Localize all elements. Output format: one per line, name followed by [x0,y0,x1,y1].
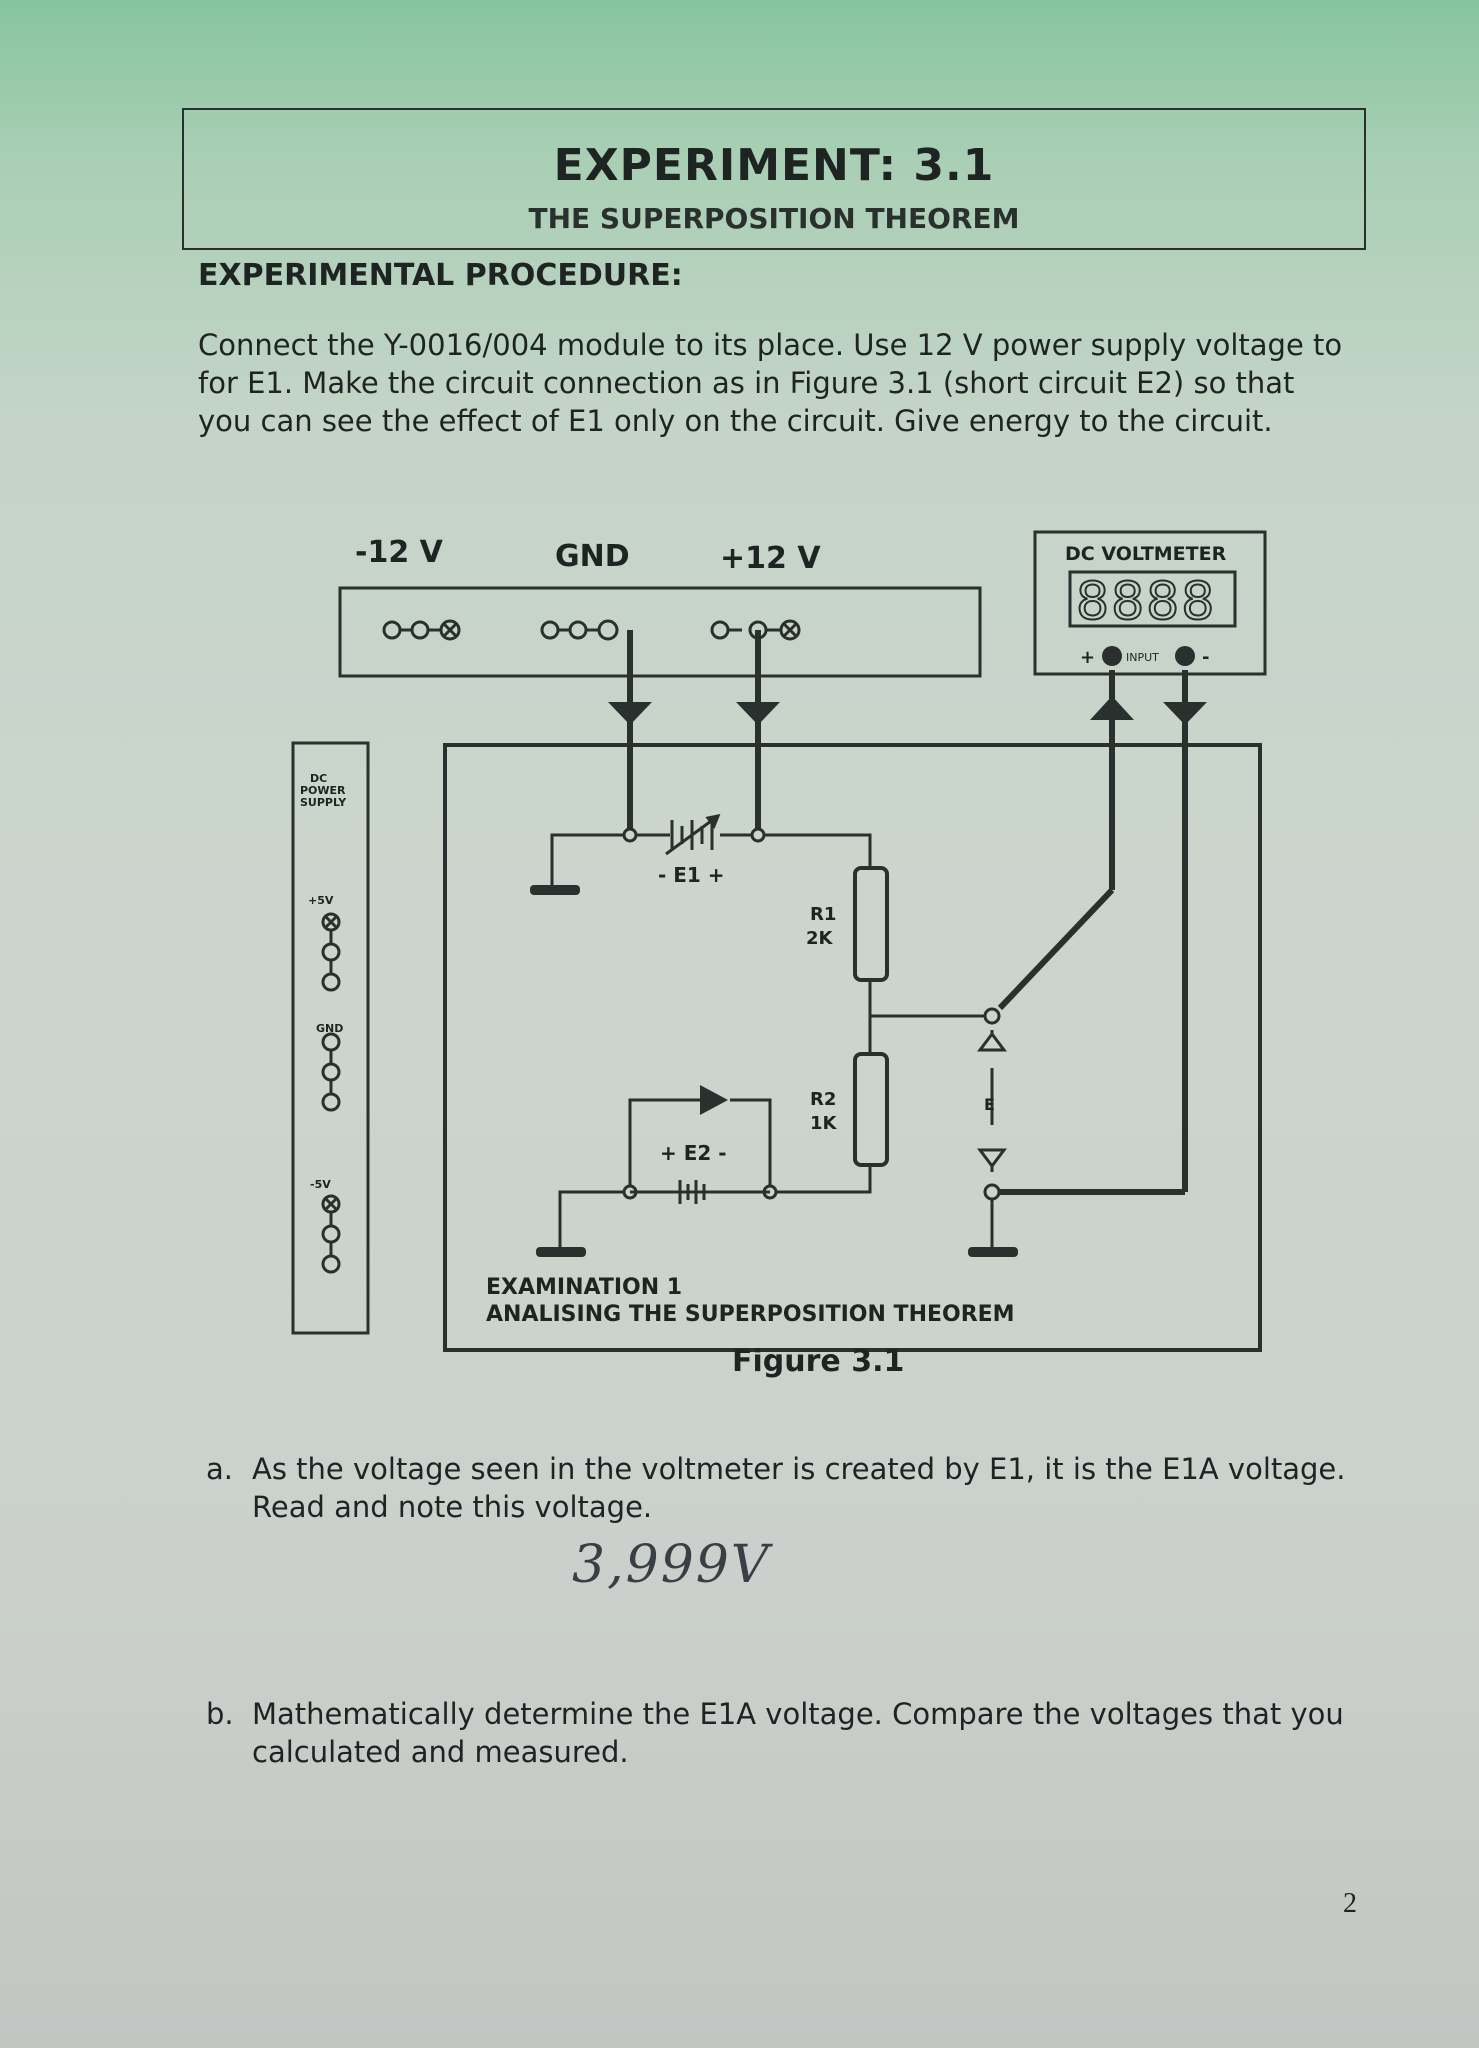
voltmeter-input-label: INPUT [1126,651,1159,664]
experiment-subtitle: THE SUPERPOSITION THEOREM [528,202,1020,235]
resistor-r1 [853,866,889,982]
e1-battery [665,813,721,856]
question-b: b. Mathematically determine the E1A volta… [206,1695,1356,1771]
side-label-plus5v: +5V [308,894,334,907]
voltmeter-display-frame [1068,570,1237,628]
side-panel [291,741,370,1335]
question-a-line2: Read and note this voltage. [252,1490,653,1524]
voltmeter-minus: - [1202,647,1209,668]
procedure-heading: EXPERIMENTAL PROCEDURE: [198,258,683,293]
circuit-board [443,743,1262,1352]
question-b-line2: calculated and measured. [252,1735,629,1769]
circuit-figure: -12 V GND +12 V DC VOLTMETER 8888 + INPU… [280,520,1280,1390]
voltmeter-display: 8888 [1076,572,1216,632]
procedure-text: Connect the Y-0016/004 module to its pla… [198,328,1343,438]
side-label-minus5v: -5V [310,1178,331,1191]
question-b-line1: Mathematically determine the E1A voltage… [252,1697,1344,1731]
handwritten-answer: 3,999V [572,1535,771,1595]
page-number: 2 [1343,1888,1357,1919]
r1-label: R1 [810,904,836,925]
r2-label: R2 [810,1089,836,1110]
e2-battery [630,1180,770,1204]
title-box: EXPERIMENT: 3.1 THE SUPERPOSITION THEORE… [182,108,1366,250]
label-minus-12v: -12 V [355,535,444,570]
voltmeter-plus: + [1080,647,1095,668]
figure-caption: Figure 3.1 [732,1344,905,1379]
question-b-label: b. [206,1697,234,1731]
label-gnd: GND [555,539,630,574]
voltmeter-title: DC VOLTMETER [1065,543,1227,565]
experiment-title: EXPERIMENT: 3.1 [553,140,995,191]
side-label-gnd: GND [316,1022,343,1035]
side-title-2: POWER [300,784,346,797]
resistor-r2 [853,1052,889,1167]
question-a-line1: As the voltage seen in the voltmeter is … [252,1452,1346,1486]
r1-value: 2K [806,928,834,949]
question-a: a. As the voltage seen in the voltmeter i… [206,1450,1356,1526]
question-a-label: a. [206,1452,233,1486]
e-label: E [984,1095,995,1114]
side-title-3: SUPPLY [300,796,347,809]
r2-value: 1K [810,1113,838,1134]
voltmeter-box [1033,530,1267,676]
side-title-1: DC [310,772,327,785]
examination-line-1: EXAMINATION 1 [486,1275,682,1300]
label-plus-12v: +12 V [720,541,821,576]
e1-label: - E1 + [658,863,725,887]
arrowheads [608,696,1207,725]
supply-board [338,586,982,678]
e2-label: + E2 - [660,1141,727,1165]
circuit-diagram: -12 V GND +12 V DC VOLTMETER 8888 + INPU… [291,530,1267,1352]
examination-line-2: ANALISING THE SUPERPOSITION THEOREM [486,1302,1015,1327]
